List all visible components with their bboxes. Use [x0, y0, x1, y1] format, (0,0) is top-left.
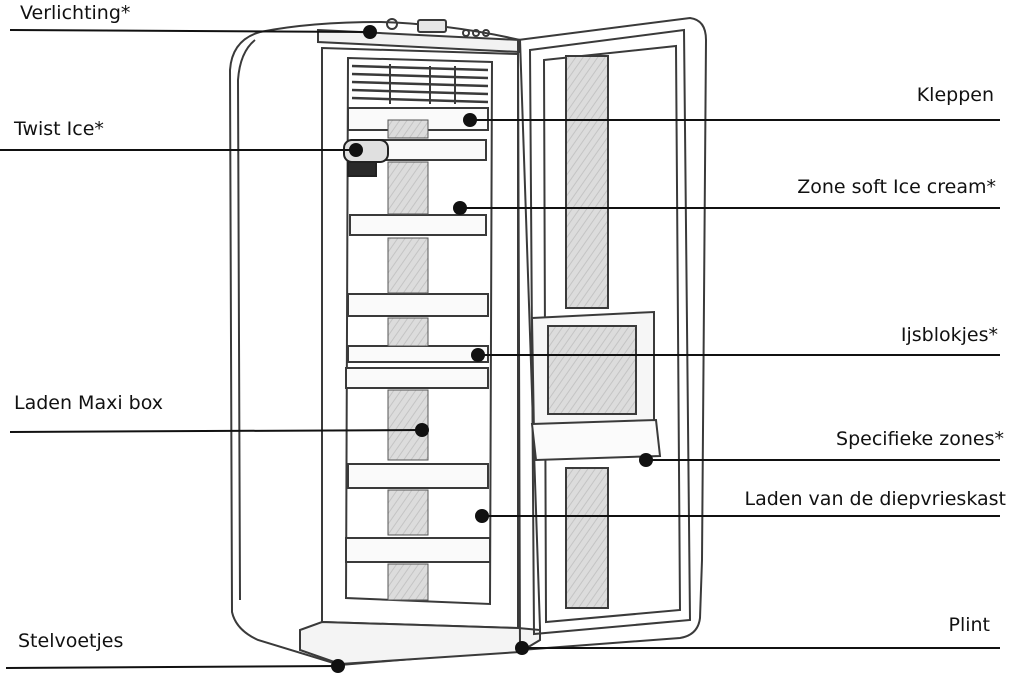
leader-dot-laden-maxi-box: [415, 423, 429, 437]
label-twist-ice: Twist Ice*: [14, 118, 104, 140]
leader-line-laden-maxi-box: [9, 429, 423, 433]
leader-line-stelvoetjes: [5, 665, 339, 669]
label-ijsblokjes: Ijsblokjes*: [900, 324, 998, 346]
leader-dot-specifieke-zones: [639, 453, 653, 467]
leader-dot-zone-soft-ice-cream: [453, 201, 467, 215]
label-zone-soft-ice-cream: Zone soft Ice cream*: [797, 176, 996, 198]
leader-dot-verlichting: [363, 25, 377, 39]
leader-dot-plint: [515, 641, 529, 655]
leader-dot-kleppen: [463, 113, 477, 127]
label-stelvoetjes: Stelvoetjes: [18, 630, 124, 652]
leader-dot-laden-diepvrieskast: [475, 509, 489, 523]
label-specifieke-zones: Specifieke zones*: [836, 428, 1004, 450]
drawer-windows: [387, 119, 429, 601]
label-kleppen: Kleppen: [916, 84, 994, 106]
leader-dot-stelvoetjes: [331, 659, 345, 673]
label-verlichting: Verlichting*: [20, 2, 131, 24]
drawers: [345, 107, 491, 563]
label-laden-diepvrieskast: Laden van de diepvrieskast: [744, 488, 1007, 510]
leader-line-verlichting: [9, 29, 371, 33]
leader-dot-ijsblokjes: [471, 348, 485, 362]
door: [516, 16, 708, 652]
label-plint: Plint: [948, 614, 990, 636]
leader-dot-twist-ice: [349, 143, 363, 157]
label-laden-maxi-box: Laden Maxi box: [14, 392, 164, 414]
